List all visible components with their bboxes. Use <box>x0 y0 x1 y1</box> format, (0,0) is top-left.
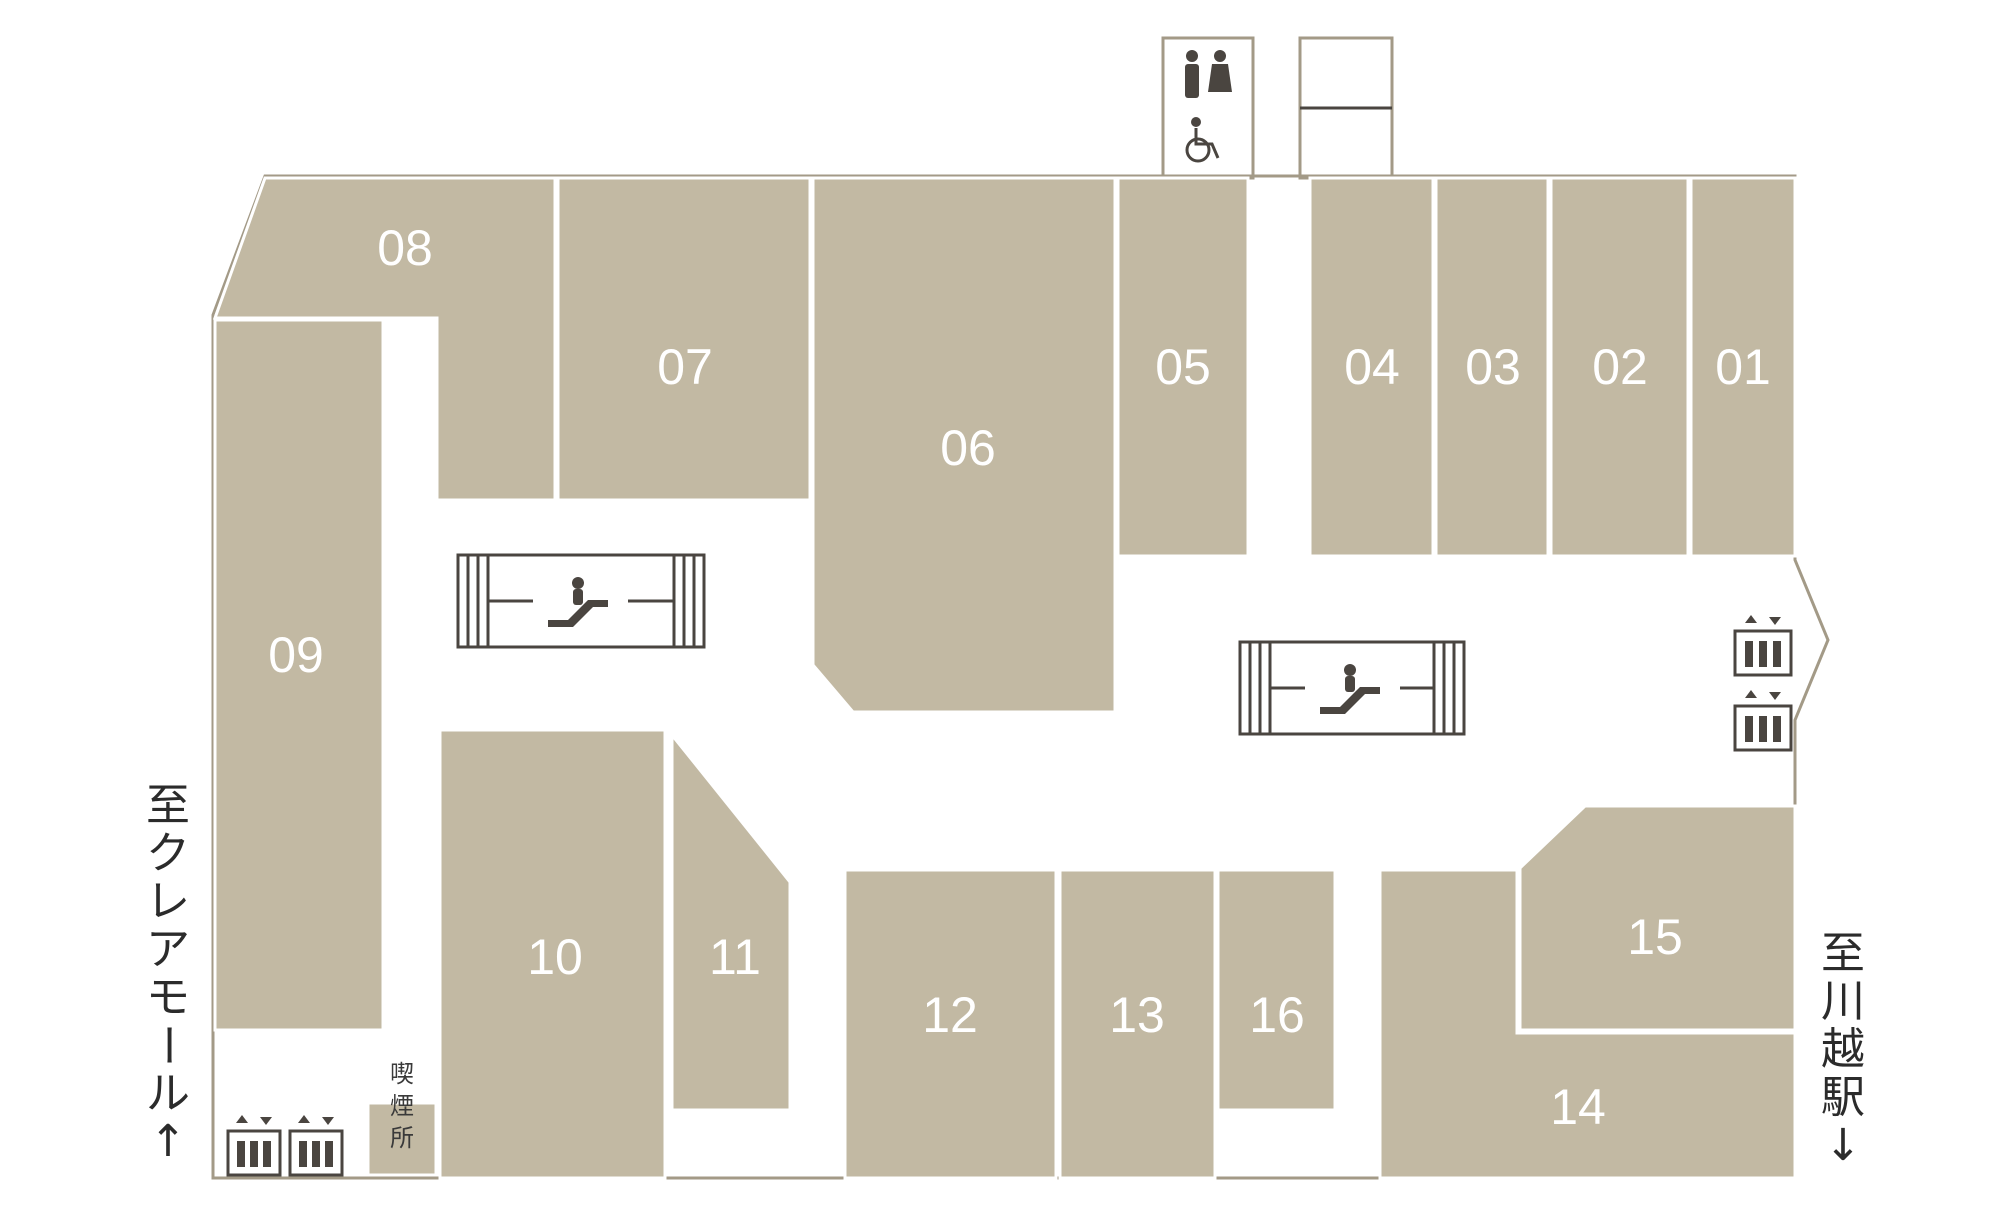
shop-label-01: 01 <box>1715 339 1771 395</box>
shop-12[interactable] <box>843 868 1058 1180</box>
escalator-icon[interactable] <box>456 553 706 649</box>
shop-01[interactable] <box>1689 176 1797 558</box>
shop-label-10: 10 <box>527 929 583 985</box>
smoking-area-label-3: 所 <box>390 1124 414 1152</box>
shop-label-04: 04 <box>1344 339 1400 395</box>
shop-label-15: 15 <box>1627 909 1683 965</box>
smoking-area[interactable] <box>366 1101 438 1177</box>
escalator-icon[interactable] <box>1238 640 1466 736</box>
stairs-icon <box>1298 36 1394 180</box>
elevator-icon[interactable] <box>1733 690 1793 752</box>
restroom-icon <box>1185 50 1232 98</box>
smoking-area-label-1: 喫 <box>390 1060 414 1088</box>
shop-03[interactable] <box>1434 176 1550 558</box>
direction-to-crea-mall-char: ク <box>146 828 190 879</box>
direction-to-kawagoe-station-char: 越 <box>1821 1024 1865 1075</box>
direction-to-kawagoe-station-char: 駅 <box>1821 1072 1865 1123</box>
shop-07[interactable] <box>556 176 812 502</box>
shop-label-07: 07 <box>657 339 713 395</box>
shop-label-13: 13 <box>1109 987 1165 1043</box>
elevator-icon[interactable] <box>288 1115 344 1177</box>
shop-label-12: 12 <box>922 987 978 1043</box>
wheelchair-icon <box>1185 117 1220 163</box>
shop-label-14: 14 <box>1550 1079 1606 1135</box>
direction-to-crea-mall-char: ル <box>146 1068 190 1119</box>
shop-15[interactable] <box>1518 804 1797 1032</box>
shop-13[interactable] <box>1058 868 1217 1180</box>
shop-label-08: 08 <box>377 220 433 276</box>
shops-layer <box>212 176 1797 1180</box>
labels-layer: 01 02 03 04 05 06 07 08 09 10 11 12 13 1… <box>268 220 1771 1135</box>
direction-to-crea-mall-char: モ <box>146 972 190 1023</box>
direction-to-crea-mall-arrow: ↑ <box>150 1116 187 1167</box>
shop-08[interactable] <box>212 176 557 502</box>
elevator-icon[interactable] <box>1733 615 1793 677</box>
direction-to-crea-mall-char: 至 <box>146 780 190 831</box>
shop-label-09: 09 <box>268 627 324 683</box>
elevator-icon[interactable] <box>226 1115 282 1177</box>
direction-to-kawagoe-station-char: 至 <box>1821 928 1865 979</box>
direction-to-kawagoe-station-char: 川 <box>1821 976 1865 1027</box>
shop-02[interactable] <box>1549 176 1690 558</box>
shop-label-06: 06 <box>940 420 996 476</box>
direction-to-crea-mall-char: ア <box>146 924 190 975</box>
shop-label-02: 02 <box>1592 339 1648 395</box>
shop-14[interactable] <box>1378 868 1797 1180</box>
direction-to-crea-mall-char: レ <box>146 876 190 927</box>
shop-11[interactable] <box>670 730 792 1112</box>
direction-to-crea-mall-char: ー <box>142 1023 193 1067</box>
shop-16[interactable] <box>1216 868 1337 1112</box>
smoking-area-label-2: 煙 <box>390 1092 414 1120</box>
shop-label-11: 11 <box>709 929 761 985</box>
direction-to-kawagoe-station-arrow: ↓ <box>1825 1120 1862 1171</box>
shop-09[interactable] <box>213 318 385 1032</box>
shop-10[interactable] <box>438 728 667 1180</box>
shop-04[interactable] <box>1308 176 1435 558</box>
shop-label-03: 03 <box>1465 339 1521 395</box>
shop-05[interactable] <box>1116 176 1250 558</box>
shop-label-16: 16 <box>1249 987 1305 1043</box>
shop-06[interactable] <box>811 176 1117 714</box>
shop-label-05: 05 <box>1155 339 1211 395</box>
